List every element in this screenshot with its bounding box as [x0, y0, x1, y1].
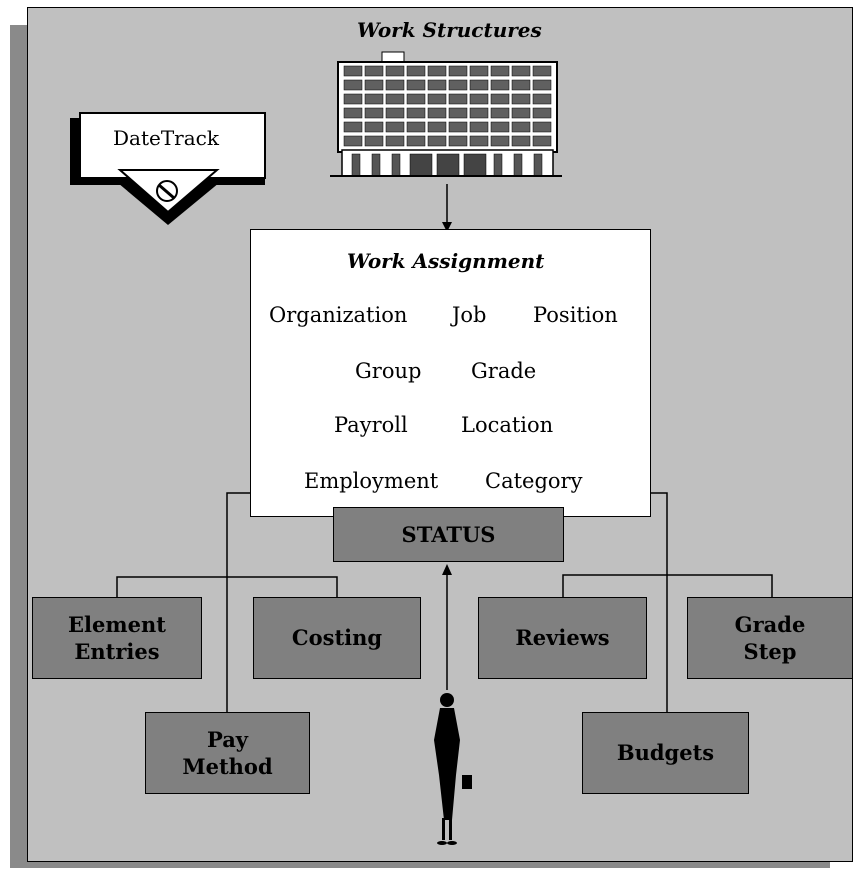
building-window	[385, 79, 405, 91]
building-window	[427, 107, 447, 119]
costing-box: Costing	[253, 597, 421, 679]
work-assignment-box: Work Assignment Organization Job Positio…	[250, 229, 651, 517]
building-window	[532, 121, 552, 133]
datetrack-label: DateTrack	[113, 126, 219, 150]
building-window	[385, 135, 405, 147]
building-window	[532, 135, 552, 147]
building-window	[364, 65, 384, 77]
building-window	[511, 93, 531, 105]
building-window	[511, 135, 531, 147]
building-window	[490, 121, 510, 133]
item-payroll: Payroll	[334, 413, 408, 437]
building-window	[427, 79, 447, 91]
building-window	[532, 93, 552, 105]
building-window	[469, 65, 489, 77]
building-window	[343, 135, 363, 147]
building-window	[343, 107, 363, 119]
building-window	[406, 107, 426, 119]
building-window	[490, 65, 510, 77]
item-group: Group	[355, 359, 422, 383]
building-window	[448, 121, 468, 133]
building-window	[364, 93, 384, 105]
item-position: Position	[533, 303, 618, 327]
datetrack-sign-icon	[70, 112, 266, 225]
item-grade: Grade	[471, 359, 537, 383]
building-window	[469, 121, 489, 133]
building-window	[406, 93, 426, 105]
building-window	[511, 107, 531, 119]
building-window	[469, 93, 489, 105]
building-window	[532, 65, 552, 77]
item-organization: Organization	[269, 303, 408, 327]
building-window	[343, 121, 363, 133]
building-window	[385, 93, 405, 105]
building-window	[385, 107, 405, 119]
building-window	[469, 79, 489, 91]
building-window	[448, 93, 468, 105]
building-window	[427, 65, 447, 77]
building-window	[511, 65, 531, 77]
building-window	[490, 135, 510, 147]
item-location: Location	[461, 413, 554, 437]
building-window	[427, 135, 447, 147]
person-icon	[434, 693, 472, 845]
building-window	[469, 135, 489, 147]
element-entries-box: Element Entries	[32, 597, 202, 679]
item-job: Job	[452, 303, 487, 327]
reviews-box: Reviews	[478, 597, 647, 679]
building-window	[406, 65, 426, 77]
building-window	[406, 135, 426, 147]
building-window	[385, 121, 405, 133]
budgets-box: Budgets	[582, 712, 749, 794]
grade-step-box: Grade Step	[687, 597, 853, 679]
pay-method-box: Pay Method	[145, 712, 310, 794]
building-window	[343, 79, 363, 91]
building-window	[364, 79, 384, 91]
building-window	[469, 107, 489, 119]
building-window	[448, 65, 468, 77]
status-box: STATUS	[333, 507, 564, 562]
building-icon	[330, 51, 562, 177]
building-window	[532, 107, 552, 119]
building-window	[406, 121, 426, 133]
building-window	[385, 65, 405, 77]
building-window	[343, 65, 363, 77]
building-window	[490, 93, 510, 105]
building-window	[448, 107, 468, 119]
building-window	[406, 79, 426, 91]
building-window	[364, 135, 384, 147]
building-window	[490, 79, 510, 91]
building-window	[364, 121, 384, 133]
work-assignment-title: Work Assignment	[347, 249, 545, 273]
building-window	[427, 121, 447, 133]
building-window	[490, 107, 510, 119]
building-window	[511, 121, 531, 133]
item-category: Category	[485, 469, 583, 493]
building-window	[364, 107, 384, 119]
building-window	[511, 79, 531, 91]
building-window	[448, 79, 468, 91]
item-employment: Employment	[304, 469, 439, 493]
building-window	[448, 135, 468, 147]
work-structures-title: Work Structures	[357, 18, 542, 42]
building-window	[532, 79, 552, 91]
building-window	[343, 93, 363, 105]
building-window	[427, 93, 447, 105]
